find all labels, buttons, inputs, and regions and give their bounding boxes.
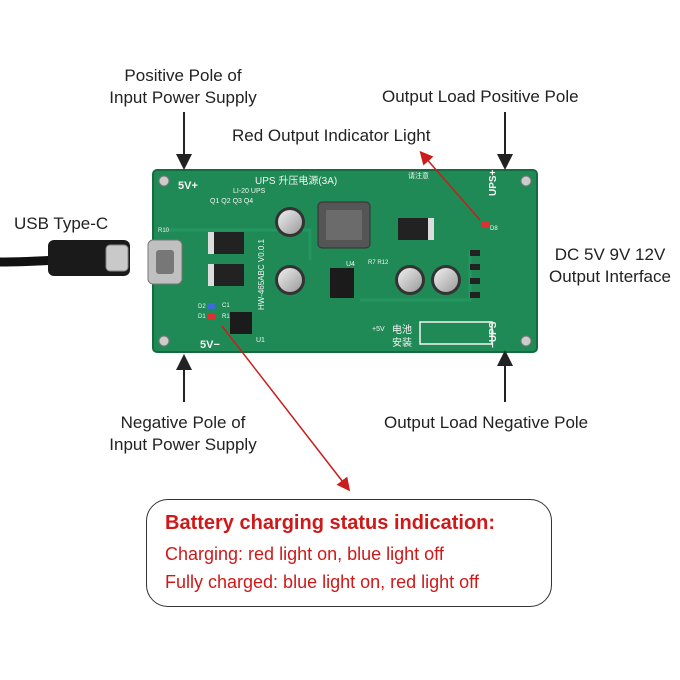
label-red-indicator: Red Output Indicator Light <box>232 126 431 145</box>
charging-status-callout: Battery charging status indication: Char… <box>146 499 552 607</box>
label-r1: R1 <box>222 314 230 320</box>
battery-label: 电池 <box>392 323 412 336</box>
led-output-red <box>482 221 490 227</box>
board-li-label: LI-20 UPS <box>233 188 266 195</box>
battery-area <box>419 321 493 345</box>
plus5v-label: +5V <box>372 326 385 333</box>
label-output-interface-line2: Output Interface <box>549 267 671 286</box>
mount-hole <box>158 175 170 187</box>
install-label: 安装 <box>392 336 412 349</box>
mount-hole <box>158 335 170 347</box>
pin-5v-plus: 5V+ <box>178 180 198 192</box>
label-negative-input: Negative Pole of Input Power Supply <box>88 412 278 456</box>
ups-plus-label: UPS+ <box>488 169 499 196</box>
arrow-red-indicator <box>419 150 481 221</box>
capacitor <box>395 265 425 295</box>
label-r7r12: R7 R12 <box>368 260 389 266</box>
status-charging: Charging: red light on, blue light off <box>165 544 444 564</box>
label-usb: USB Type-C <box>14 214 109 233</box>
label-output-negative: Output Load Negative Pole <box>384 413 589 432</box>
ic-u1 <box>230 312 252 334</box>
capacitor <box>431 265 461 295</box>
diode <box>208 264 244 286</box>
label-d2: D2 <box>198 304 206 310</box>
status-title: Battery charging status indication: <box>165 512 496 534</box>
pin-5v-minus: 5V− <box>200 339 220 351</box>
label-output-positive: Output Load Positive Pole <box>382 87 579 106</box>
label-output-interface-line1: DC 5V 9V 12V <box>554 245 666 264</box>
board-title: UPS 升压电源(3A) <box>255 174 337 187</box>
usb-cable <box>0 240 130 276</box>
led-red <box>207 313 215 319</box>
capacitor <box>275 207 305 237</box>
ups-minus-label: −UPS <box>488 321 499 348</box>
label-positive-input-line2: Input Power Supply <box>109 88 257 107</box>
label-positive-input: Positive Pole of Input Power Supply <box>88 65 278 109</box>
label-positive-input-line1: Positive Pole of <box>124 66 242 85</box>
label-d8: D8 <box>490 226 498 232</box>
label-u4: U4 <box>346 261 355 268</box>
label-output-interface: DC 5V 9V 12V Output Interface <box>540 244 680 288</box>
led-blue <box>207 303 215 309</box>
board-led-row: Q1 Q2 Q3 Q4 <box>210 198 253 205</box>
pcb-board: UPS 升压电源(3A) LI-20 UPS Q1 Q2 Q3 Q4 5V+ 5… <box>147 169 538 353</box>
arrow-charging-status <box>221 325 351 492</box>
note-title: 请注意 <box>408 171 429 180</box>
label-d1: D1 <box>198 314 206 320</box>
diode <box>398 218 434 240</box>
board-model: HW-465ABC V0.0.1 <box>257 238 266 310</box>
status-full: Fully charged: blue light on, red light … <box>165 572 479 592</box>
ic-u4 <box>330 268 354 298</box>
mount-hole <box>520 335 532 347</box>
label-negative-input-line1: Negative Pole of <box>120 413 246 432</box>
label-negative-input-line2: Input Power Supply <box>109 435 257 454</box>
label-r10: R10 <box>158 228 170 234</box>
label-c1: C1 <box>222 303 230 309</box>
mount-hole <box>520 175 532 187</box>
label-u1: U1 <box>256 337 265 344</box>
capacitor <box>275 265 305 295</box>
diode <box>208 232 244 254</box>
usb-plug-tip <box>105 244 129 272</box>
